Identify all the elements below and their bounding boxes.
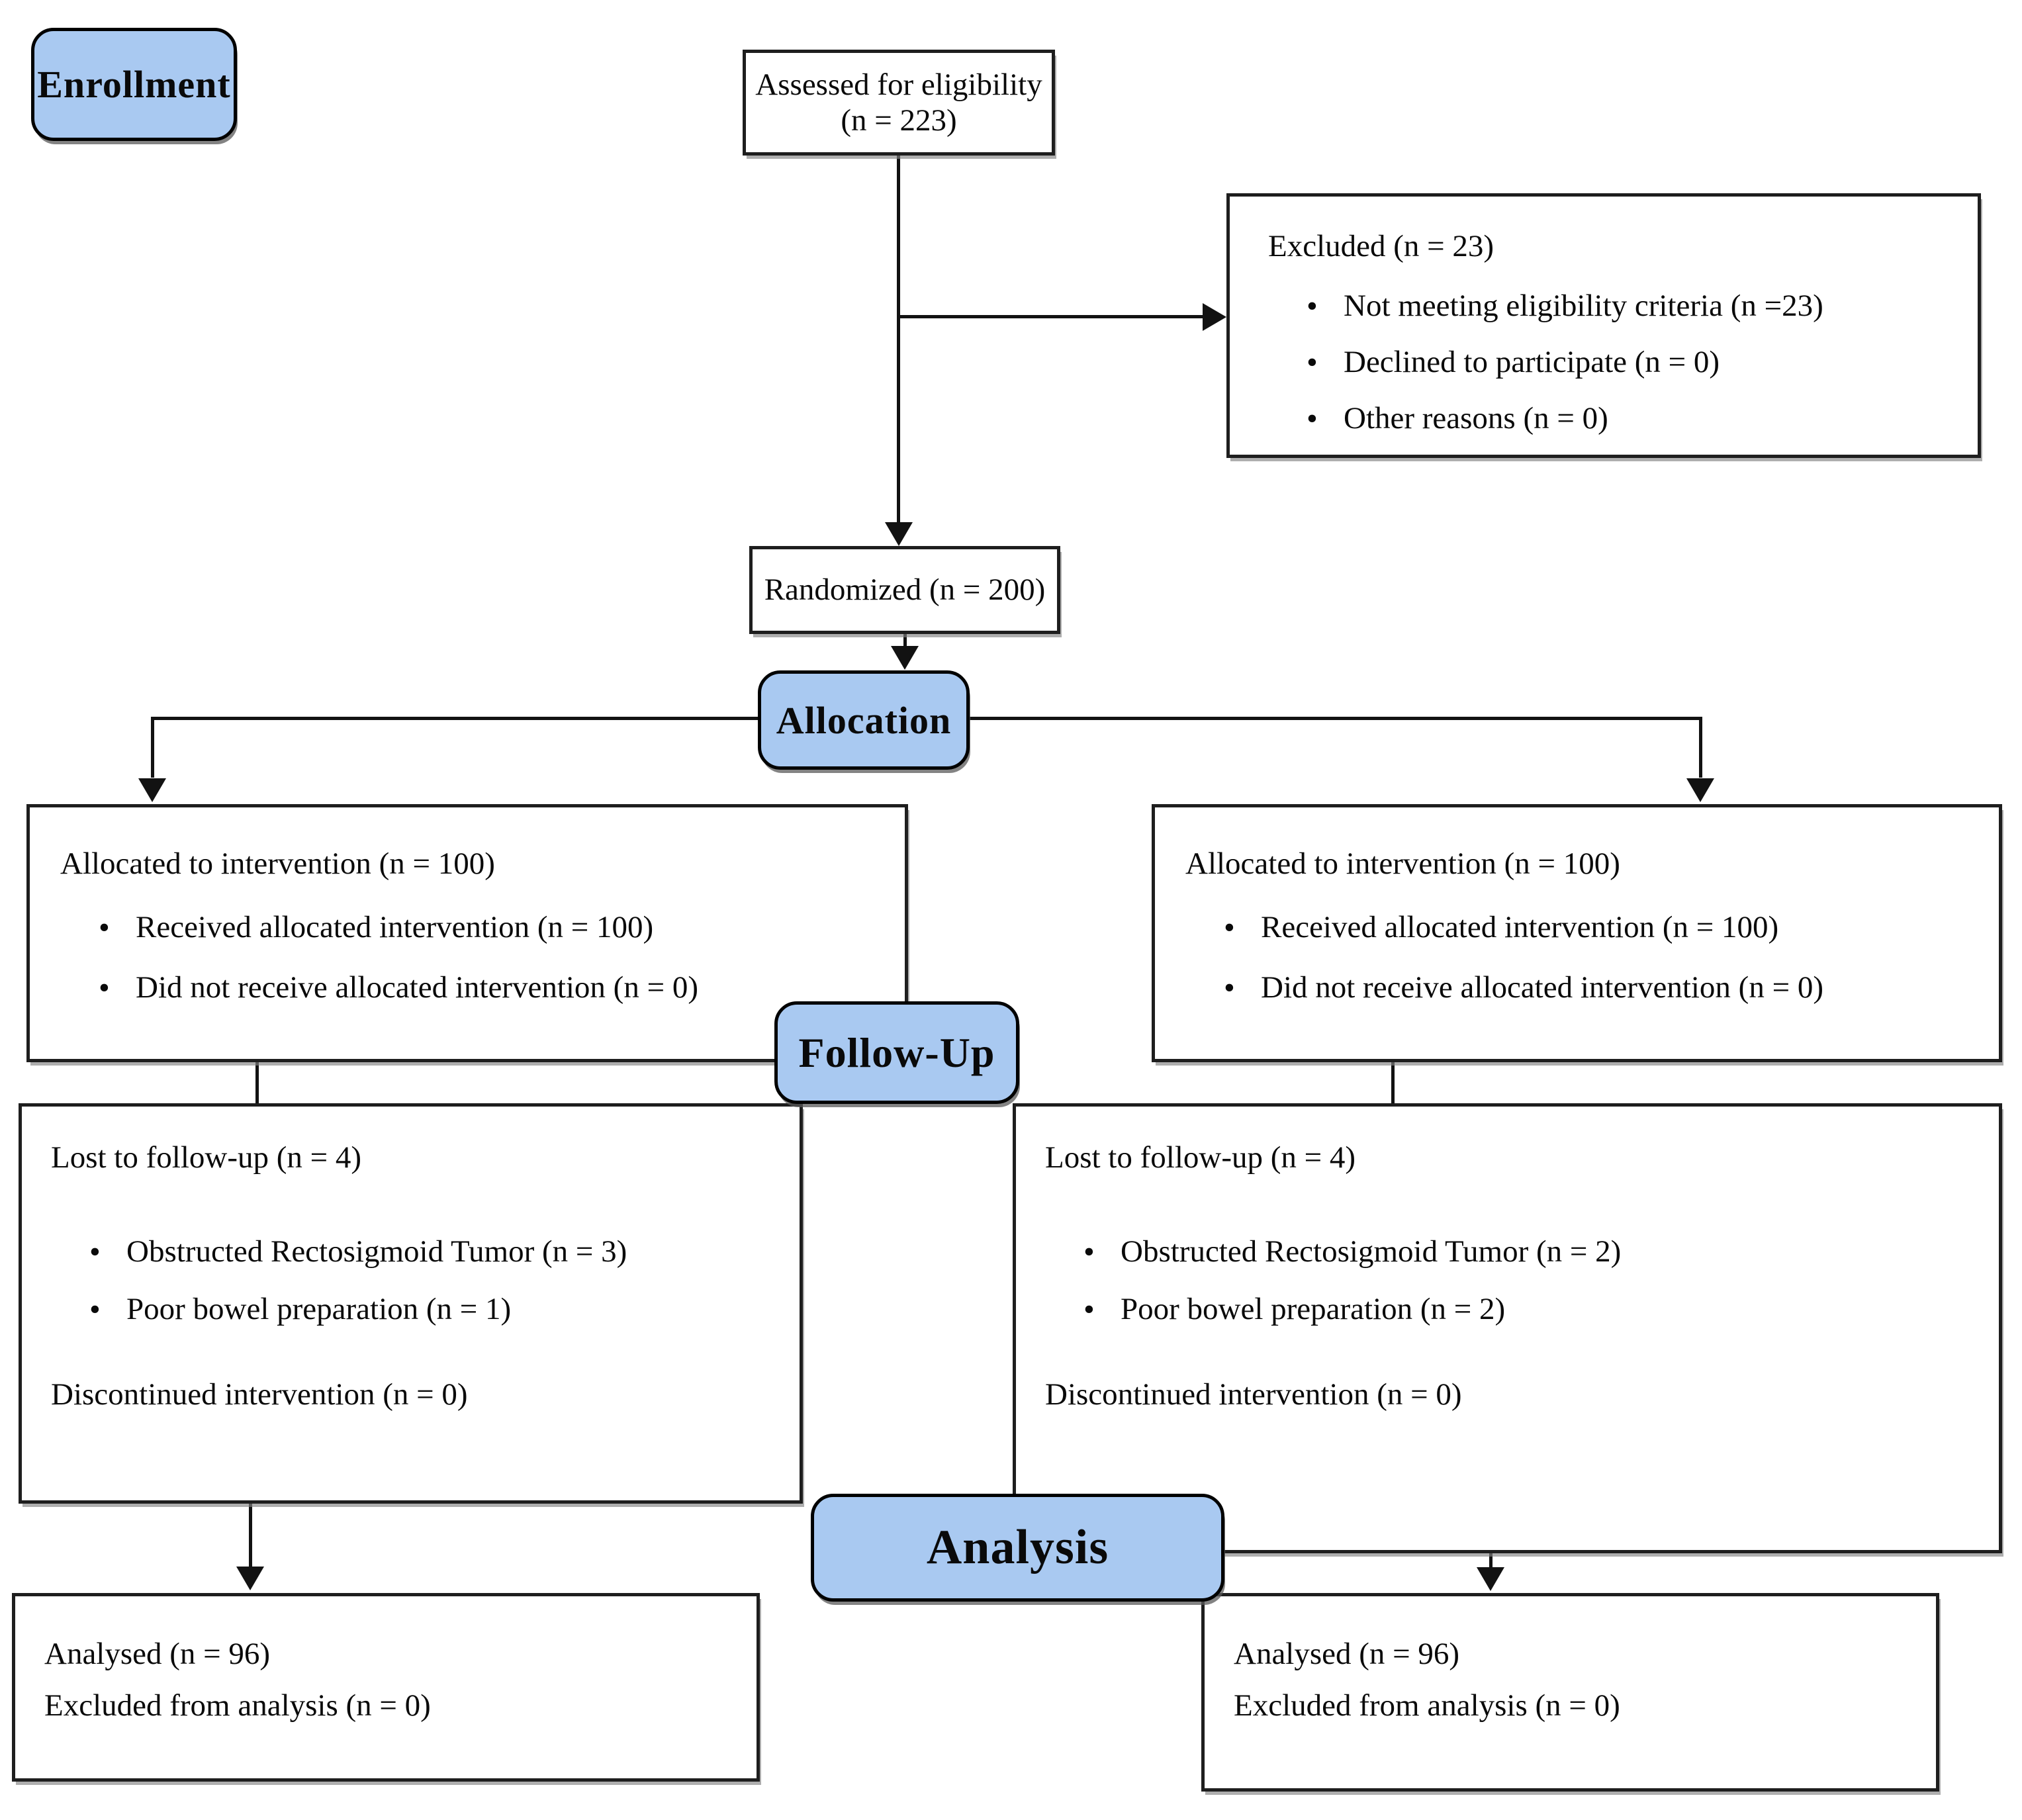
allocated-right-bullet-2-text: Did not receive allocated intervention (…	[1261, 970, 1823, 1005]
box-lost-left: Lost to follow-up (n = 4) Obstructed Rec…	[19, 1103, 803, 1504]
bullet-icon	[99, 970, 136, 1006]
stage-allocation: Allocation	[758, 670, 970, 770]
arrowhead-into-allocated-left	[138, 778, 166, 802]
bullet-icon	[89, 1291, 126, 1328]
lost-left-title: Lost to follow-up (n = 4)	[51, 1140, 362, 1175]
box-randomized: Randomized (n = 200)	[749, 546, 1060, 634]
connector-into-allocated-right	[1699, 717, 1702, 778]
analysed-right-line2: Excluded from analysis (n = 0)	[1234, 1688, 1620, 1723]
box-lost-right: Lost to follow-up (n = 4) Obstructed Rec…	[1013, 1103, 2002, 1553]
bullet-icon	[1307, 400, 1344, 437]
excluded-bullet-3-text: Other reasons (n = 0)	[1344, 401, 1608, 436]
analysed-right-line1: Analysed (n = 96)	[1234, 1637, 1460, 1671]
bullet-icon	[99, 909, 136, 946]
lost-right-bullet-2-text: Poor bowel preparation (n = 2)	[1121, 1292, 1506, 1327]
lost-right-title: Lost to follow-up (n = 4)	[1045, 1140, 1356, 1175]
lost-left-bullet-1: Obstructed Rectosigmoid Tumor (n = 3)	[51, 1234, 780, 1270]
bullet-icon	[1224, 970, 1261, 1006]
bullet-icon	[1224, 909, 1261, 946]
assessed-text: Assessed for eligibility (n = 223)	[755, 67, 1042, 138]
allocated-right-bullet-1: Received allocated intervention (n = 100…	[1185, 909, 1979, 946]
stage-follow-up-label: Follow-Up	[798, 1028, 995, 1076]
allocation-spine-left	[152, 717, 758, 720]
allocation-spine-right	[970, 717, 1702, 720]
allocated-left-bullet-2-text: Did not receive allocated intervention (…	[136, 970, 698, 1005]
randomized-text: Randomized (n = 200)	[764, 572, 1046, 608]
arrowhead-into-allocation	[891, 646, 919, 670]
allocated-left-title: Allocated to intervention (n = 100)	[60, 846, 495, 881]
analysed-left-line1: Analysed (n = 96)	[44, 1637, 271, 1671]
lost-right-bullet-2: Poor bowel preparation (n = 2)	[1045, 1291, 1979, 1328]
box-assessed: Assessed for eligibility (n = 223)	[743, 50, 1055, 156]
box-analysed-right: Analysed (n = 96) Excluded from analysis…	[1201, 1593, 1939, 1792]
allocated-left-bullet-1-text: Received allocated intervention (n = 100…	[136, 910, 654, 945]
connector-randomized-allocation	[903, 631, 907, 649]
stage-analysis: Analysis	[811, 1494, 1224, 1602]
lost-left-bullet-1-text: Obstructed Rectosigmoid Tumor (n = 3)	[126, 1234, 627, 1269]
bullet-icon	[1083, 1291, 1121, 1328]
box-analysed-left: Analysed (n = 96) Excluded from analysis…	[12, 1593, 760, 1782]
connector-allocated-lost-right	[1391, 1060, 1395, 1105]
connector-allocated-lost-left	[255, 1060, 259, 1105]
stage-follow-up: Follow-Up	[774, 1001, 1019, 1104]
stage-enrollment-label: Enrollment	[37, 63, 231, 106]
arrowhead-into-analysed-left	[236, 1567, 264, 1590]
bullet-icon	[1307, 288, 1344, 324]
excluded-bullet-1: Not meeting eligibility criteria (n =23)	[1268, 288, 1954, 324]
lost-left-footer: Discontinued intervention (n = 0)	[51, 1377, 468, 1412]
excluded-title: Excluded (n = 23)	[1268, 229, 1494, 263]
excluded-bullet-2: Declined to participate (n = 0)	[1268, 344, 1954, 381]
box-excluded: Excluded (n = 23) Not meeting eligibilit…	[1226, 193, 1981, 458]
bullet-icon	[1307, 344, 1344, 381]
lost-right-bullet-1: Obstructed Rectosigmoid Tumor (n = 2)	[1045, 1234, 1979, 1270]
connector-into-allocated-left	[151, 717, 154, 778]
allocated-right-bullet-2: Did not receive allocated intervention (…	[1185, 970, 1979, 1006]
excluded-bullet-1-text: Not meeting eligibility criteria (n =23)	[1344, 289, 1823, 324]
allocated-left-bullet-2: Did not receive allocated intervention (…	[60, 970, 885, 1006]
connector-assessed-randomized	[897, 156, 900, 524]
stage-analysis-label: Analysis	[926, 1520, 1109, 1574]
bullet-icon	[89, 1234, 126, 1270]
lost-left-bullet-2-text: Poor bowel preparation (n = 1)	[126, 1292, 512, 1327]
analysed-left-line2: Excluded from analysis (n = 0)	[44, 1688, 431, 1723]
arrowhead-into-analysed-right	[1477, 1567, 1504, 1591]
arrowhead-into-allocated-right	[1686, 778, 1714, 802]
excluded-bullet-2-text: Declined to participate (n = 0)	[1344, 345, 1720, 380]
lost-right-bullet-1-text: Obstructed Rectosigmoid Tumor (n = 2)	[1121, 1234, 1622, 1269]
box-allocated-left: Allocated to intervention (n = 100) Rece…	[26, 804, 908, 1062]
excluded-bullet-3: Other reasons (n = 0)	[1268, 400, 1954, 437]
arrowhead-into-excluded	[1203, 303, 1226, 331]
arrowhead-into-randomized	[885, 522, 913, 546]
stage-allocation-label: Allocation	[776, 698, 952, 742]
connector-excluded-branch	[897, 315, 1203, 318]
connector-lost-analysed-right	[1489, 1551, 1493, 1568]
bullet-icon	[1083, 1234, 1121, 1270]
lost-right-footer: Discontinued intervention (n = 0)	[1045, 1377, 1462, 1412]
lost-left-bullet-2: Poor bowel preparation (n = 1)	[51, 1291, 780, 1328]
allocated-right-title: Allocated to intervention (n = 100)	[1185, 846, 1620, 881]
box-allocated-right: Allocated to intervention (n = 100) Rece…	[1152, 804, 2002, 1062]
connector-lost-analysed-left	[249, 1501, 252, 1567]
allocated-right-bullet-1-text: Received allocated intervention (n = 100…	[1261, 910, 1779, 945]
allocated-left-bullet-1: Received allocated intervention (n = 100…	[60, 909, 885, 946]
stage-enrollment: Enrollment	[31, 28, 237, 141]
